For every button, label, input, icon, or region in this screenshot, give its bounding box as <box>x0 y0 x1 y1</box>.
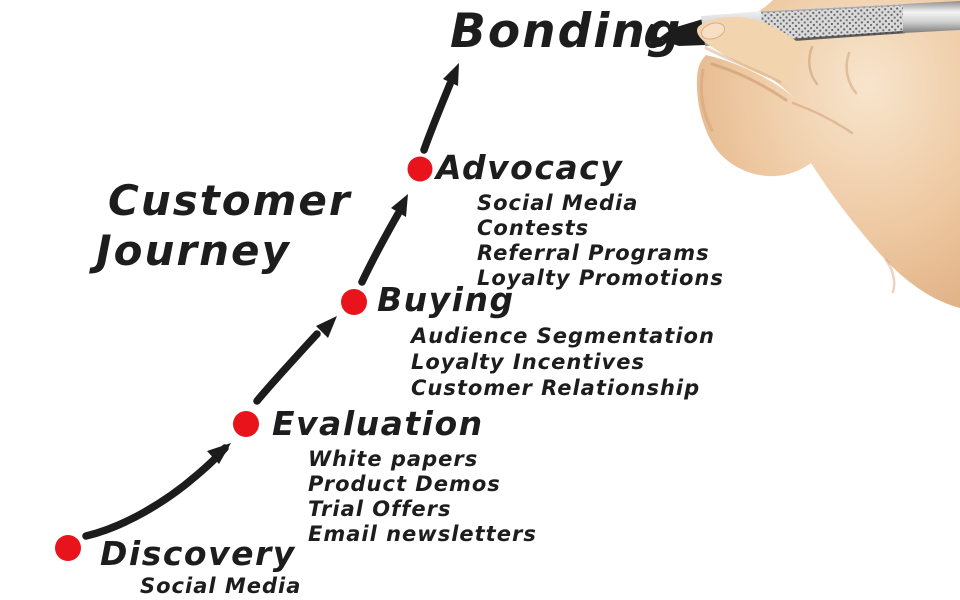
stage-advocacy: Advocacy Social Media Contests Referral … <box>436 148 724 291</box>
pen-ink-stroke <box>645 24 663 49</box>
stage-item: Email newsletters <box>308 521 537 546</box>
diagram-title-line2: Journey <box>96 226 291 276</box>
red-dot-icon <box>55 156 433 561</box>
hand-silhouette <box>696 0 960 308</box>
stage-item: Customer Relationship <box>411 375 701 400</box>
stage-label: Advocacy <box>436 148 624 187</box>
stage-item: Audience Segmentation <box>411 323 715 348</box>
stage-items: Audience Segmentation Loyalty Incentives… <box>411 323 715 401</box>
pen-barrel <box>903 1 960 33</box>
pen-grip-highlight <box>761 4 906 13</box>
stage-item: Product Demos <box>308 471 501 496</box>
arrowhead-icon <box>207 63 459 464</box>
diagram-title-line1: Customer <box>108 176 352 225</box>
stage-item: Social Media <box>477 190 639 215</box>
stage-item: Loyalty Promotions <box>477 265 724 290</box>
stage-items: Social Media <box>140 574 301 599</box>
hand-holding-pen-icon <box>645 0 960 308</box>
stage-label: Evaluation <box>272 404 484 443</box>
stage-items: Social Media Contests Referral Programs … <box>477 191 724 291</box>
goal-label-bonding: Bonding <box>450 4 683 59</box>
stage-item: Social Media <box>140 573 302 598</box>
stage-label: Buying <box>377 280 515 319</box>
fingernail <box>700 22 726 40</box>
pen-grip <box>761 4 905 43</box>
stage-item: Loyalty Incentives <box>411 349 645 374</box>
pen-tip <box>658 19 706 46</box>
hand-creases <box>699 45 896 294</box>
diagram-title: Customer Journey <box>96 176 352 277</box>
stage-item: White papers <box>308 446 479 471</box>
finger-shadow <box>704 46 782 84</box>
stage-items: White papers Product Demos Trial Offers … <box>308 447 537 547</box>
stage-label: Discovery <box>100 534 296 573</box>
stage-buying: Buying Audience Segmentation Loyalty Inc… <box>377 280 715 401</box>
stage-evaluation: Evaluation White papers Product Demos Tr… <box>272 404 537 547</box>
stage-discovery: Discovery Social Media <box>100 534 301 599</box>
stage-item: Trial Offers <box>308 496 452 521</box>
stage-item: Referral Programs <box>477 240 710 265</box>
stage-item: Contests <box>477 215 590 240</box>
